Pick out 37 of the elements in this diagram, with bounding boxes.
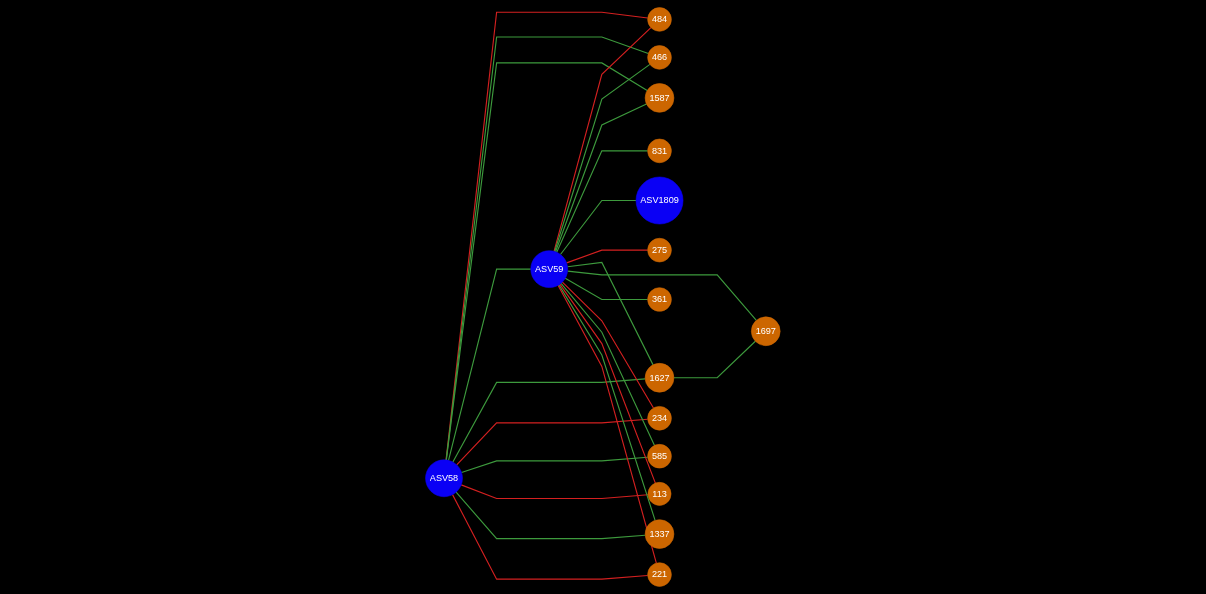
node-circle: 361 [647, 287, 672, 312]
connector [558, 284, 656, 521]
node-circle: 466 [647, 45, 672, 70]
node-circle: 1587 [644, 83, 675, 113]
connector [559, 283, 657, 484]
connector [554, 63, 651, 253]
connector [673, 340, 757, 379]
node-circle: 113 [647, 482, 672, 506]
connector [557, 284, 658, 564]
connector [556, 150, 649, 253]
connector [560, 282, 656, 447]
node-circle: 221 [647, 562, 672, 587]
node-circle: 831 [647, 138, 672, 164]
connector [460, 484, 649, 500]
connector [567, 261, 654, 366]
connector [448, 268, 532, 461]
connector [555, 103, 648, 253]
node-circle: ASV1809 [635, 176, 684, 225]
node-circle: ASV59 [530, 250, 569, 288]
connector [455, 491, 646, 540]
node-circle: 1697 [751, 316, 781, 346]
node-circle: 484 [647, 7, 672, 32]
connector [567, 270, 758, 321]
connector [564, 277, 649, 301]
connector [560, 199, 637, 256]
connector [452, 494, 649, 580]
node-circle: 585 [647, 444, 672, 469]
node-circle: ASV58 [425, 459, 463, 497]
node-circle: 1337 [644, 519, 675, 549]
connector [456, 418, 649, 466]
connector [561, 281, 655, 409]
connector [553, 27, 652, 252]
node-circle: 1627 [644, 363, 675, 393]
node-circle: 275 [647, 237, 672, 263]
node-circle: 234 [647, 406, 672, 431]
connector [566, 249, 649, 264]
connector [452, 378, 646, 463]
